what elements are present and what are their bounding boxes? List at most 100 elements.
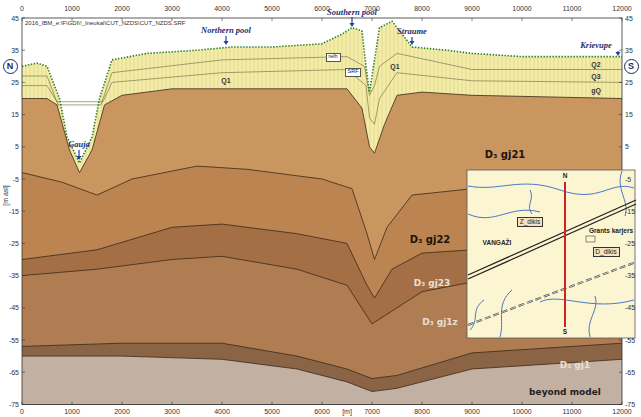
section-label: -45 <box>625 304 635 311</box>
section-label: Krievupe <box>580 41 612 50</box>
section-label: 2000 <box>114 5 130 12</box>
axis-tick <box>22 404 25 405</box>
section-label: [m asl] <box>2 185 9 206</box>
layer-tag: relh <box>326 53 341 62</box>
axis-tick <box>22 114 25 115</box>
axis-tick <box>619 82 622 83</box>
node-text: D_dikis <box>595 249 616 256</box>
section-label: 5 <box>15 143 19 150</box>
axis-tick <box>619 404 622 405</box>
section-label: D₃ gj1 <box>560 361 590 370</box>
axis-tick <box>472 18 473 21</box>
axis-tick <box>22 372 25 373</box>
layer-boundary <box>22 89 622 173</box>
arrow-head <box>224 41 229 45</box>
arrow-head <box>616 52 621 56</box>
axis-tick <box>22 307 25 308</box>
axis-tick <box>222 401 223 404</box>
quaternary-boundary <box>22 53 622 105</box>
axis-tick <box>222 18 223 21</box>
axis-tick <box>622 18 623 21</box>
section-label: 5 <box>625 143 629 150</box>
section-label: 2016_IBM_e:\F\GDI\!_Ineukal\CUT_NZDS\CUT… <box>25 20 185 26</box>
axis-tick <box>72 401 73 404</box>
section-label: Q1 <box>390 63 399 70</box>
section-label: Q2 <box>591 61 600 68</box>
section-label: 12000 <box>612 5 631 12</box>
axis-tick <box>172 401 173 404</box>
section-label: 0 <box>20 5 24 12</box>
axis-tick <box>22 179 25 180</box>
section-label: S <box>563 329 567 336</box>
section-label: Southern pool <box>327 8 377 17</box>
arrow-head <box>410 41 415 45</box>
section-label: 11000 <box>563 408 582 415</box>
section-label: -25 <box>625 240 635 247</box>
section-label: 4000 <box>214 5 230 12</box>
section-label: 25 <box>625 79 633 86</box>
map-road <box>468 204 636 279</box>
section-label: Straume <box>397 27 427 36</box>
axis-tick <box>22 18 23 21</box>
axis-tick <box>619 114 622 115</box>
north-marker: N <box>3 59 18 74</box>
section-label: 10000 <box>512 5 531 12</box>
section-label: -55 <box>9 337 19 344</box>
ditch-tag: D_dikis <box>593 247 620 257</box>
section-label: [m] <box>342 408 352 415</box>
axis-tick <box>22 50 25 51</box>
beyond-fill <box>22 356 622 404</box>
axis-tick <box>22 401 23 404</box>
map-river <box>500 290 512 337</box>
node-text: N <box>7 62 14 71</box>
axis-tick <box>322 18 323 21</box>
map-river <box>529 190 532 214</box>
section-label: N <box>563 173 568 180</box>
layer-boundary <box>22 356 622 391</box>
section-label: beyond model <box>529 388 601 397</box>
section-label: 35 <box>11 47 19 54</box>
section-label: 25 <box>11 79 19 86</box>
axis-tick <box>22 211 25 212</box>
axis-tick <box>22 275 25 276</box>
axis-tick <box>572 401 573 404</box>
axis-tick <box>422 18 423 21</box>
map-road <box>468 200 636 275</box>
section-label: -25 <box>9 240 19 247</box>
axis-tick <box>122 401 123 404</box>
axis-tick <box>372 18 373 21</box>
section-label: 15 <box>625 111 633 118</box>
axis-tick <box>619 50 622 51</box>
section-label: 8000 <box>414 5 430 12</box>
axis-tick <box>22 82 25 83</box>
arrow-head <box>350 23 355 27</box>
section-label: D₃ gj23 <box>414 279 451 288</box>
axis-tick <box>619 18 622 19</box>
section-label: -15 <box>625 208 635 215</box>
section-label: 1000 <box>64 5 80 12</box>
axis-tick <box>22 340 25 341</box>
section-label: 1000 <box>64 408 80 415</box>
section-label: D₃ gj21 <box>485 150 526 160</box>
layer-tag: SRF <box>345 68 361 77</box>
axis-tick <box>619 146 622 147</box>
section-label: 35 <box>625 47 633 54</box>
section-label: 5000 <box>264 5 280 12</box>
axis-tick <box>22 243 25 244</box>
section-label: -35 <box>625 272 635 279</box>
section-label: 3000 <box>164 408 180 415</box>
inset-map-frame <box>467 170 635 338</box>
map-railway <box>468 262 636 325</box>
section-label: 4000 <box>214 408 230 415</box>
section-label: -75 <box>625 401 635 408</box>
section-label: -75 <box>9 401 19 408</box>
map-river <box>540 299 634 304</box>
section-label: 3000 <box>164 5 180 12</box>
south-marker: S <box>624 59 639 74</box>
map-river <box>468 184 634 194</box>
section-label: -45 <box>9 304 19 311</box>
section-label: -55 <box>625 337 635 344</box>
section-label: Northern pool <box>201 26 251 35</box>
section-label: 45 <box>11 15 19 22</box>
